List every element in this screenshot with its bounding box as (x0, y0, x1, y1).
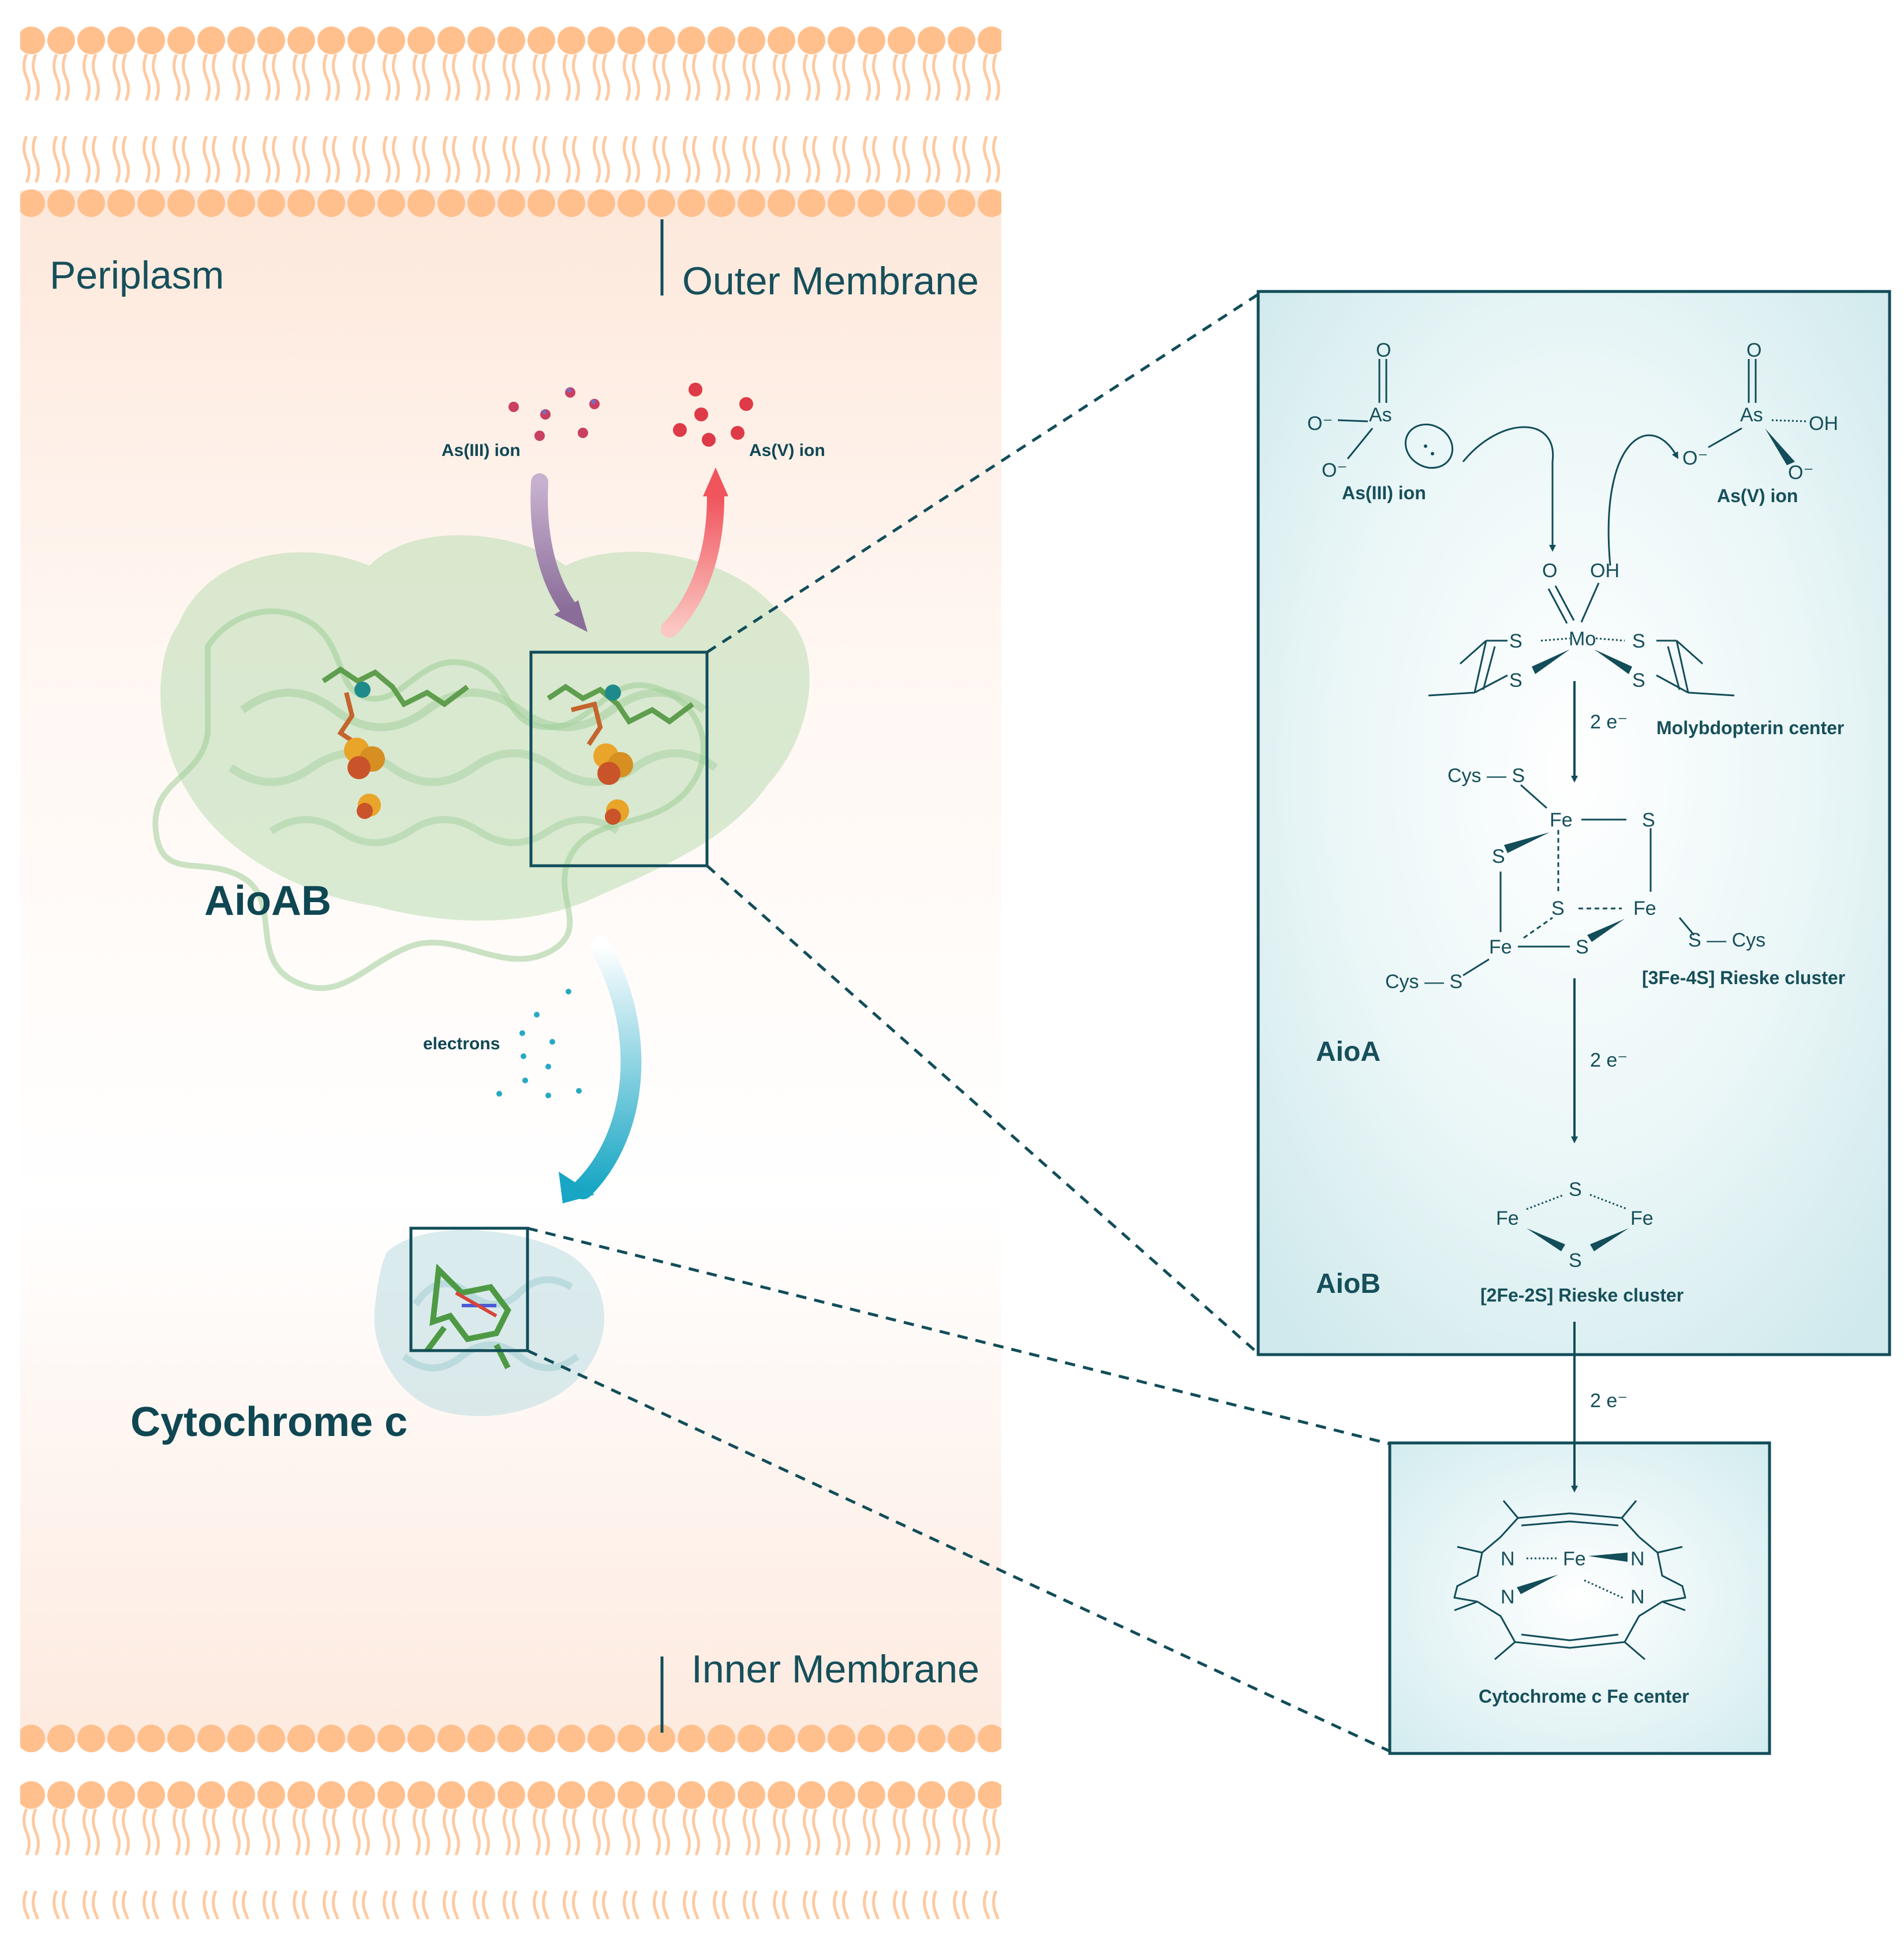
as5-ion-cluster (673, 383, 753, 447)
heme-n-bottom-left: N (1501, 1586, 1515, 1608)
mo-oh: OH (1590, 560, 1619, 582)
aioab-label: AioAB (204, 878, 331, 924)
electron-flow-arrowhead (559, 1172, 594, 1203)
as3-ion-cluster (508, 387, 600, 441)
aioab-protein (152, 535, 810, 991)
fe2s-wedge-right (1590, 1228, 1629, 1251)
fe4s-s-top-right: S (1642, 809, 1655, 831)
lone-pair-dot (1424, 444, 1427, 448)
mo-wedge-right (1594, 649, 1632, 674)
periplasm-background (20, 190, 1001, 1743)
as5-structure-label: As(V) ion (1717, 485, 1798, 506)
fe2s-s-top: S (1569, 1179, 1582, 1201)
heme-wedge-right (1588, 1553, 1628, 1562)
fe4s-cys-s-bottom: Cys — S (1385, 971, 1462, 993)
aiob-label: AioB (1316, 1269, 1381, 1299)
mo-o: O (1542, 560, 1557, 582)
fe4s-s-left: S (1492, 846, 1505, 867)
as3-as: As (1369, 404, 1392, 426)
as3-o-left: O⁻ (1307, 413, 1333, 435)
cytochrome-c-label: Cytochrome c (130, 1399, 407, 1445)
as5-o-top: O (1746, 339, 1761, 361)
heme-label: Cytochrome c Fe center (1479, 1686, 1689, 1707)
as5-structure (1708, 359, 1807, 448)
as5-oh: OH (1809, 413, 1838, 435)
heme-fe: Fe (1563, 1548, 1586, 1570)
zoom-connectors (526, 293, 1392, 1753)
cytochrome-active-site-box (409, 1226, 529, 1352)
transfer-label-2: 2 e⁻ (1590, 1049, 1628, 1071)
fe2s-cluster-label: [2Fe-2S] Rieske cluster (1480, 1285, 1684, 1306)
fe4s-s-bottom: S (1576, 936, 1589, 958)
as5-as: As (1740, 404, 1763, 426)
mo-atom: Mo (1569, 628, 1596, 650)
fe4s-cluster-label: [3Fe-4S] Rieske cluster (1642, 967, 1845, 988)
fe4s-fe-bottom: Fe (1489, 936, 1512, 958)
aio-mechanism-panel (1256, 290, 1891, 1356)
molybdopterin-structure (1428, 582, 1735, 697)
as5-exit-arrow (661, 488, 724, 638)
fe4s-wedge-2 (1587, 919, 1625, 942)
transfer-label-1: 2 e⁻ (1590, 711, 1628, 733)
mo-s4: S (1632, 670, 1645, 691)
fe4s-s-center: S (1551, 898, 1565, 919)
heme-n-bottom-right: N (1630, 1586, 1645, 1608)
heme-n-top-left: N (1501, 1548, 1515, 1570)
as3-attack-arrow (1462, 426, 1556, 552)
outer-membrane-label: Outer Membrane (682, 259, 979, 303)
outer-membrane-bilayer (20, 23, 1001, 219)
as3-structure-label: As(III) ion (1342, 483, 1426, 503)
fe4s-cluster-structure (1462, 784, 1695, 977)
as3-o-bottom: O⁻ (1322, 459, 1347, 481)
as5-o-right: O⁻ (1788, 462, 1813, 484)
as5-release-arrow (1607, 434, 1678, 566)
as3-o-top: O (1376, 339, 1391, 361)
fe2s-s-bottom: S (1569, 1250, 1582, 1272)
inner-membrane-label: Inner Membrane (691, 1647, 979, 1691)
transfer-label-3: 2 e⁻ (1590, 1390, 1628, 1412)
cytochrome-c-protein (374, 1230, 605, 1416)
aioa-label: AioA (1316, 1037, 1381, 1067)
electrons-label: electrons (423, 1034, 500, 1053)
fe2s-cluster-structure (1526, 1194, 1628, 1210)
as3-structure (1337, 359, 1454, 469)
periplasm-label: Periplasm (50, 253, 224, 297)
fe2s-fe-right: Fe (1630, 1207, 1654, 1229)
as5-wedge (1765, 428, 1795, 465)
fe4s-cys-s-top: Cys — S (1447, 765, 1525, 787)
fe4s-wedge-1 (1504, 832, 1550, 853)
heme-wedge-left (1517, 1575, 1558, 1594)
as5-o-left: O⁻ (1682, 447, 1708, 469)
as3-entry-arrowhead (554, 600, 588, 632)
heme-n-top-right: N (1630, 1548, 1645, 1570)
fe4s-fe-top: Fe (1550, 809, 1573, 831)
aioab-active-site-box (529, 650, 709, 867)
fe4s-fe-right: Fe (1633, 898, 1656, 919)
mo-s3: S (1632, 630, 1645, 652)
inner-membrane-bilayer (20, 1723, 1001, 1919)
electron-dots (496, 989, 582, 1098)
molybdopterin-label: Molybdopterin center (1656, 717, 1844, 738)
as5-ion-label: As(V) ion (749, 441, 825, 460)
fe2s-wedge-left (1527, 1228, 1565, 1251)
mo-s1: S (1509, 630, 1523, 652)
fe2s-fe-left: Fe (1496, 1207, 1519, 1229)
as3-entry-arrow (530, 473, 580, 620)
as5-exit-arrowhead (703, 468, 728, 496)
fe4s-s-cys-right: S — Cys (1688, 929, 1765, 951)
lone-pair-dot-2 (1431, 452, 1434, 455)
as3-ion-label: As(III) ion (442, 441, 521, 460)
heme-structure (1453, 1500, 1686, 1661)
electron-flow-arrow (573, 936, 642, 1199)
mo-s2: S (1509, 670, 1523, 691)
mo-wedge-left (1532, 649, 1570, 674)
cytochrome-mechanism-panel (1388, 1441, 1771, 1755)
